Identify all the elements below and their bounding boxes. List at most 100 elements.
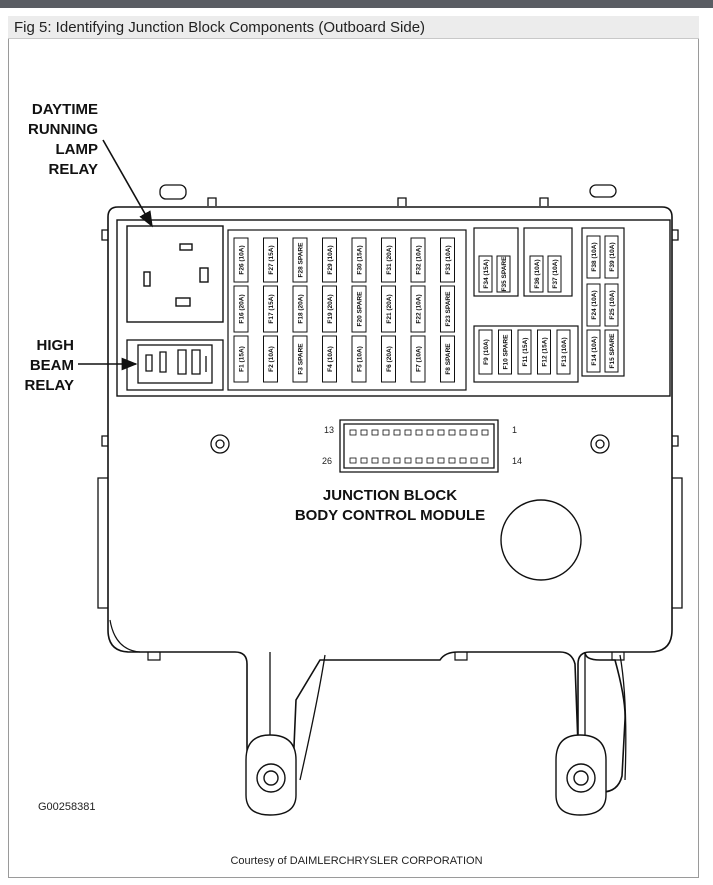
fuse-label: F16 (20A) <box>238 294 245 323</box>
connector-pin <box>360 429 368 436</box>
fuse-label: F21 (20A) <box>386 294 393 323</box>
drl-label-line-2: RUNNING <box>28 121 98 138</box>
body-control-connector <box>339 419 499 473</box>
fuse-label: F29 (10A) <box>327 245 334 274</box>
connector-pin <box>437 429 445 436</box>
fuse-label: F10 SPARE <box>502 334 509 370</box>
fuse-slot <box>410 237 426 283</box>
fuse-label: F8 SPARE <box>445 343 452 375</box>
fuse-label: F27 (15A) <box>268 245 275 274</box>
connector-pin-13-label: 13 <box>324 425 335 435</box>
figure-id: G00258381 <box>38 801 96 813</box>
fuse-label: F9 (10A) <box>483 339 490 365</box>
connector-pin <box>481 429 489 436</box>
connector-pin <box>415 457 423 464</box>
fuse-slot <box>517 329 532 375</box>
hbr-label-line-1: HIGH <box>36 337 75 354</box>
fuse-slot <box>233 285 249 333</box>
fuse-slot <box>496 255 511 293</box>
body-mounting-holes <box>210 434 610 454</box>
fuse-slot <box>233 335 249 383</box>
fuse-slot <box>529 255 544 293</box>
fuse-slot <box>292 335 308 383</box>
drl-relay-socket <box>126 225 224 323</box>
fuse-label: F38 (10A) <box>591 242 598 271</box>
connector-pin <box>448 457 456 464</box>
connector-pin <box>470 429 478 436</box>
fuse-slot <box>478 255 493 293</box>
mounting-eye-right <box>555 734 607 816</box>
fuse-label: F3 SPARE <box>297 343 304 375</box>
connector-pin-1-label: 1 <box>512 425 518 435</box>
fuse-label: F2 (10A) <box>268 346 275 372</box>
hbr-label-line-3: RELAY <box>24 377 74 394</box>
connector-pin <box>382 429 390 436</box>
connector-pin <box>393 457 401 464</box>
fuse-slot <box>498 329 512 375</box>
connector-pin <box>349 457 357 464</box>
connector-pin <box>404 457 412 464</box>
drl-label-line-1: DAYTIME <box>31 101 98 118</box>
fuse-slot <box>351 285 367 333</box>
connector-pin <box>349 429 357 436</box>
fuse-slot <box>604 283 619 327</box>
fuse-slot <box>263 335 278 383</box>
fuse-label: F36 (10A) <box>534 259 541 288</box>
connector-pin <box>360 457 368 464</box>
connector-pin <box>470 457 478 464</box>
fuse-label: F24 (10A) <box>591 290 598 319</box>
module-label: JUNCTION BLOCK BODY CONTROL MODULE <box>270 486 510 526</box>
fuse-slot <box>537 329 551 375</box>
high-beam-relay-socket <box>126 339 224 391</box>
fuse-slot <box>586 235 601 279</box>
connector-pin-14-label: 14 <box>512 456 523 466</box>
fuse-slot <box>604 235 619 279</box>
fuse-label: F6 (20A) <box>386 346 393 372</box>
connector-pin <box>393 429 401 436</box>
connector-pin <box>459 429 467 436</box>
fuse-slot <box>586 329 601 373</box>
fuse-label: F15 SPARE <box>609 333 616 369</box>
top-mounting-tabs <box>159 184 617 206</box>
fuse-label: F23 SPARE <box>445 291 452 327</box>
fuse-slot <box>586 283 601 327</box>
fuse-label: F1 (15A) <box>238 346 245 372</box>
fuse-label: F5 (10A) <box>356 346 363 372</box>
connector-pin <box>481 457 489 464</box>
module-label-line-1: JUNCTION BLOCK <box>322 487 458 504</box>
connector-pin <box>426 457 434 464</box>
fuse-slot <box>292 285 308 333</box>
connector-pin <box>382 457 390 464</box>
fuse-label: F20 SPARE <box>356 291 363 327</box>
fuse-slot <box>322 285 337 333</box>
connector-pin <box>371 429 379 436</box>
fuse-label: F22 (10A) <box>415 294 422 323</box>
fuse-label: F25 (10A) <box>609 290 616 319</box>
fuse-slot <box>233 237 249 283</box>
connector-pin <box>404 429 412 436</box>
fuse-label: F32 (10A) <box>415 245 422 274</box>
fuse-label: F35 SPARE <box>501 256 508 292</box>
fuse-slot <box>322 237 337 283</box>
fuse-slot <box>292 237 308 283</box>
courtesy-credit: Courtesy of DAIMLERCHRYSLER CORPORATION <box>230 855 483 867</box>
module-label-line-2: BODY CONTROL MODULE <box>294 507 486 524</box>
fuse-slot <box>351 237 367 283</box>
fuse-slot <box>556 329 571 375</box>
connector-pin <box>437 457 445 464</box>
fuse-label: F7 (10A) <box>415 346 422 372</box>
fuse-slot <box>351 335 367 383</box>
connector-pin <box>415 429 423 436</box>
connector-pin <box>459 457 467 464</box>
connector-pin <box>371 457 379 464</box>
fuse-label: F31 (20A) <box>386 245 393 274</box>
fuse-slot <box>263 237 278 283</box>
connector-pin-26-label: 26 <box>322 456 333 466</box>
fuse-label: F17 (15A) <box>268 294 275 323</box>
fuse-slot <box>410 285 426 333</box>
round-module-housing <box>500 499 582 581</box>
fuse-label: F33 (10A) <box>445 245 452 274</box>
fuse-label: F26 (10A) <box>238 245 245 274</box>
fuse-label: F11 (15A) <box>522 338 529 367</box>
